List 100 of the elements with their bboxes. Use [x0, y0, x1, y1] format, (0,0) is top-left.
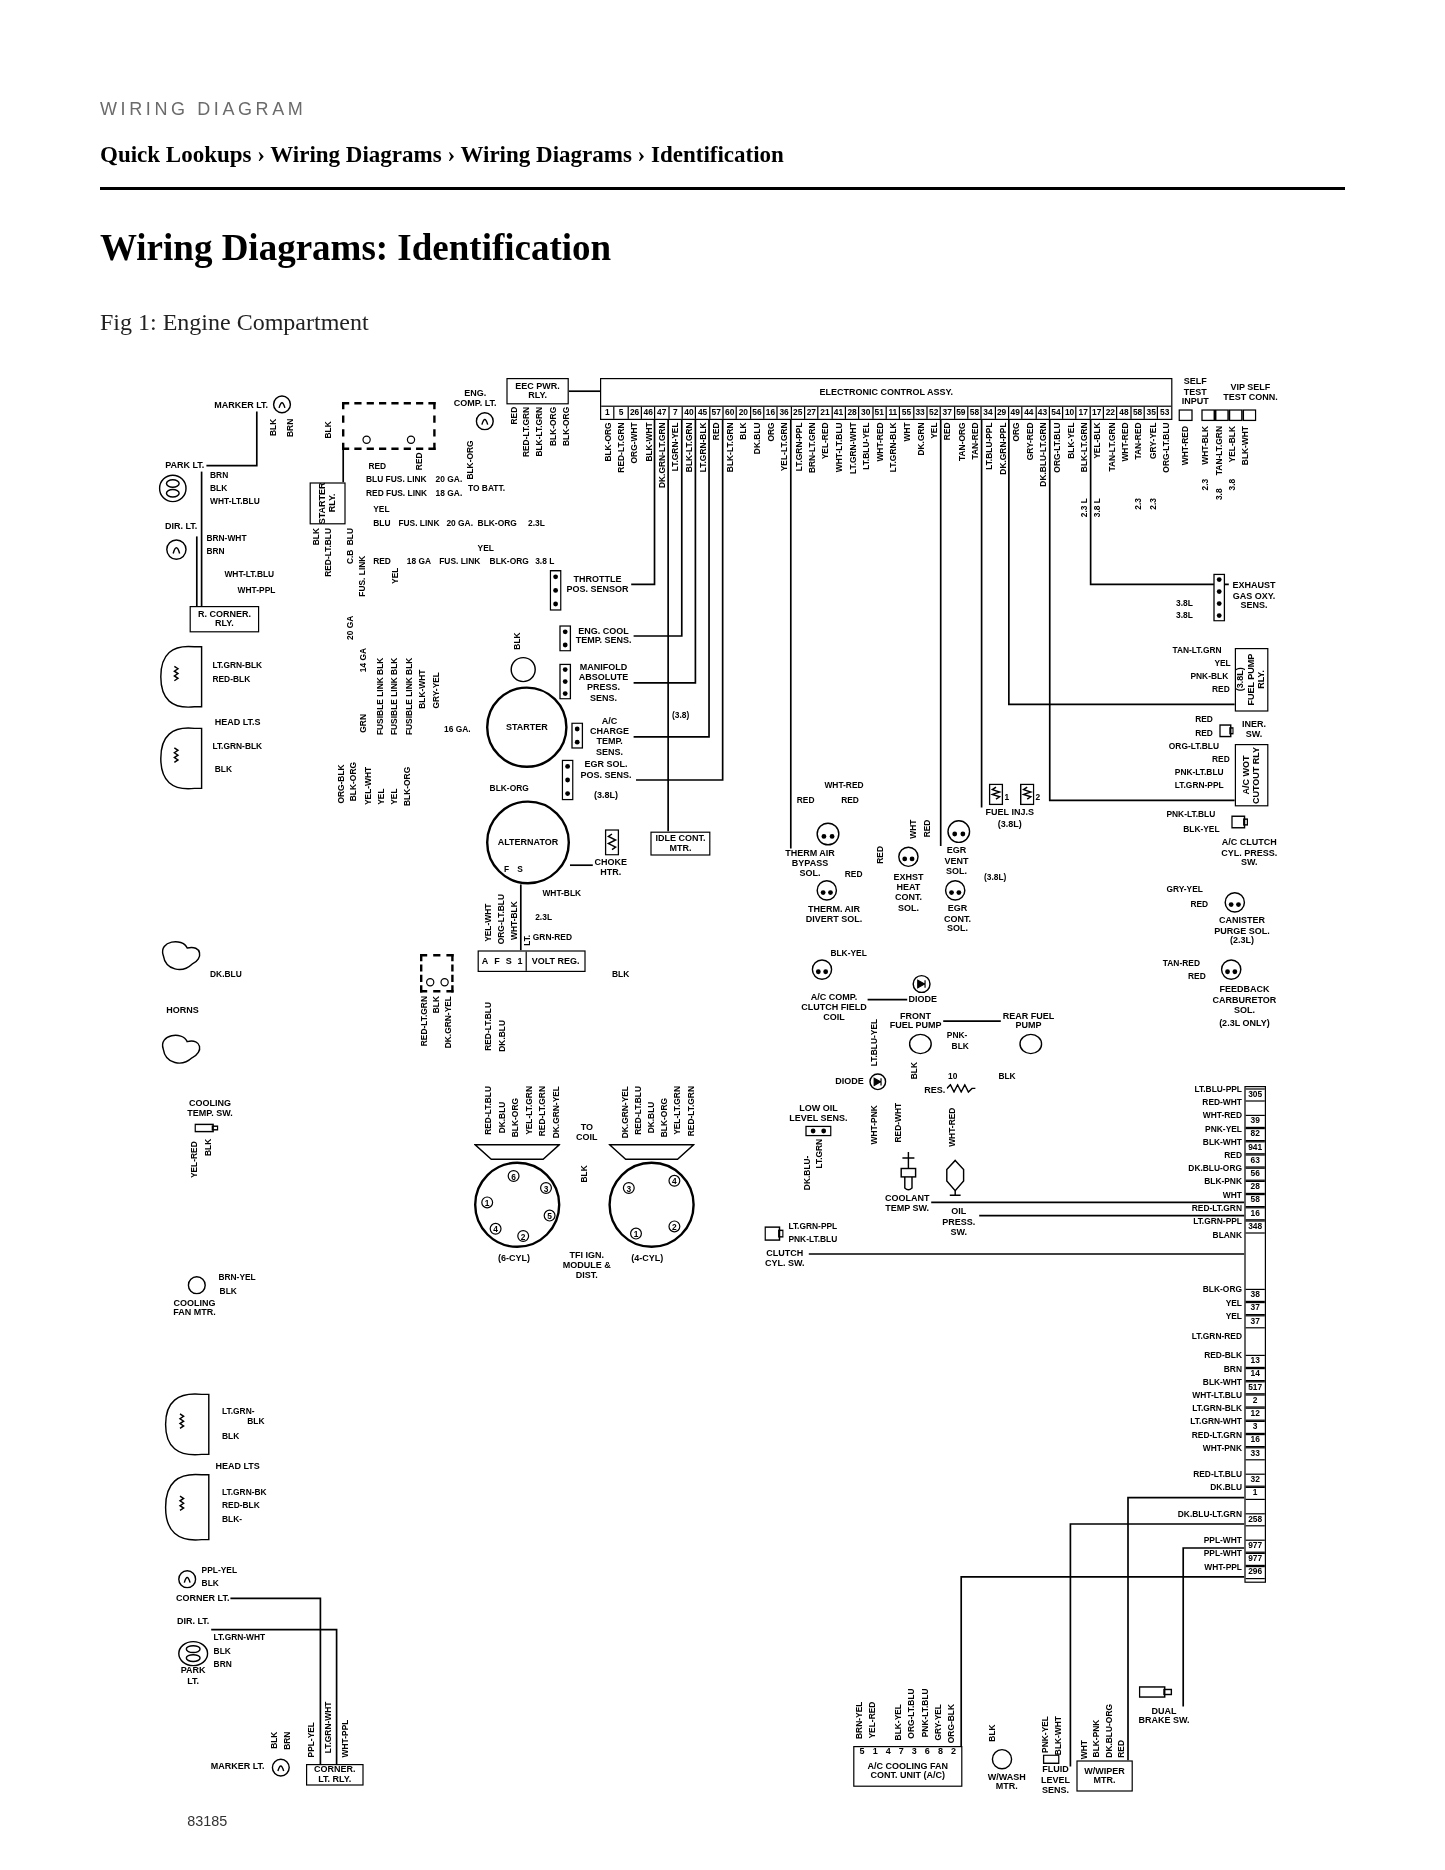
wire-code: DK.BLU: [646, 1101, 657, 1134]
wire-code: BLK-WHT: [1240, 426, 1251, 466]
wire-code: TO BATT.: [468, 483, 506, 494]
pin-number: 43: [1035, 406, 1049, 419]
wire-code: WHT: [908, 819, 918, 839]
component-label: EGR CONT. SOL.: [938, 903, 977, 935]
component-label: DIR. LT.: [163, 517, 200, 537]
component-label: THROTTLE POS. SENSOR: [564, 573, 632, 596]
wire-code: BLK: [739, 422, 749, 440]
wire-code: 1: [1004, 793, 1010, 803]
pin-label: S: [505, 956, 512, 967]
pin-number: 258: [1245, 1512, 1265, 1526]
wire: [1069, 1523, 1246, 1768]
page-title: Wiring Diagrams: Identification: [100, 226, 612, 270]
relay-box: [506, 378, 569, 405]
wire-code: DK.BLU: [498, 1020, 508, 1052]
wire-code: YEL: [1214, 658, 1231, 669]
wire-code: DK.BLU-LT.GRN: [1177, 1509, 1242, 1520]
wire: [195, 535, 198, 607]
wire-code: RED-LT.BLU: [633, 1086, 643, 1135]
component-label: DIODE: [832, 1076, 867, 1086]
component-label: ENG. COMP. LT.: [448, 387, 502, 410]
wire-code: FUS. LINK: [357, 555, 367, 597]
pin-number: 941: [1245, 1140, 1265, 1154]
component-label: DIR. LT.: [177, 1616, 210, 1627]
wire-code: TAN-RED: [1134, 422, 1144, 460]
wire-code: RED: [712, 422, 722, 441]
pin-number: 54: [1048, 406, 1063, 419]
wire-code: BLK: [222, 1431, 240, 1442]
wire-code: LT.GRN-BLK: [889, 422, 899, 473]
wire-code: ORG-LT.BLU: [496, 894, 507, 945]
wire-code: RED-WHT: [1202, 1098, 1242, 1108]
wire-code: TAN-RED: [970, 422, 981, 460]
component-label: HEAD LTS: [213, 1460, 262, 1473]
wire-code: BLK: [268, 418, 279, 437]
wire-code: BRN: [206, 547, 225, 557]
pin-number: 348: [1245, 1219, 1265, 1233]
wire-code: WHT-RED: [1120, 422, 1131, 462]
wire-code: WHT-RED: [948, 1107, 958, 1147]
wire-code: WHT: [1080, 1740, 1090, 1760]
component-label: DUAL BRAKE SW.: [1135, 1706, 1193, 1726]
wire-code: LT.GRN-BLK: [1192, 1404, 1242, 1414]
wire-code: BLK-: [222, 1514, 243, 1524]
box-label: VOLT REG.: [531, 956, 580, 967]
pin-number: 26: [627, 406, 641, 419]
component-label: PARK LT.: [179, 1665, 207, 1686]
wire-code: DK.BLU: [752, 422, 763, 455]
wire-code: YEL: [391, 567, 401, 584]
pin-number: 58: [1245, 1193, 1265, 1207]
pin-number: 517: [1245, 1380, 1265, 1394]
wire-code: BLK-ORG: [511, 1098, 521, 1138]
pin-number: 46: [640, 406, 655, 419]
wire-code: BLK: [951, 1041, 969, 1052]
wire-code: BLK: [579, 1165, 589, 1183]
wire-code: 10: [948, 1071, 958, 1082]
wire: [635, 419, 724, 781]
wire-code: BLK-WHT: [1202, 1137, 1242, 1148]
pin-number: 59: [953, 406, 968, 419]
wire-code: BRN: [210, 470, 229, 480]
wire-code: GRN: [358, 714, 369, 733]
wire-code: (3.8L): [984, 872, 1007, 882]
wire-code: PNK-LT.BLU: [920, 1688, 930, 1738]
wire-code: BLK-PNK: [1092, 1719, 1102, 1758]
wire-code: BLK-YEL: [830, 949, 867, 959]
component-label: THERM AIR BYPASS SOL.: [784, 848, 836, 880]
wire-code: BLK-LT.GRN: [1080, 422, 1090, 473]
component-label: COOLANT TEMP SW.: [883, 1194, 932, 1214]
pin-number: 60: [722, 406, 736, 419]
wire-code: RED: [415, 452, 425, 471]
wire-code: GRN-RED: [532, 932, 572, 942]
component-label: (4-CYL): [631, 1254, 664, 1265]
wire-code: RED-LT.GRN: [1191, 1203, 1242, 1214]
wire-code: YEL: [376, 788, 387, 805]
component-label: MANIFOLD ABSOLUTE PRESS. SENS.: [573, 661, 634, 705]
pin-number: 36: [776, 406, 791, 419]
box-label: A/C COOLING FAN CONT. UNIT (A/C): [866, 1761, 950, 1782]
wire-code: 2: [1035, 793, 1041, 803]
pin-number: 12: [1245, 1407, 1265, 1421]
wire-code: RED-LT.GRN: [420, 996, 430, 1047]
wire-code: BLK-ORG: [489, 783, 529, 794]
wire-code: PPL-YEL: [201, 1566, 238, 1576]
wire-code: BLK: [219, 1286, 237, 1296]
pin-number: 25: [790, 406, 804, 419]
wire: [960, 1575, 1246, 1747]
wire-code: YEL-LT.GRN: [780, 422, 790, 472]
battery-box: [342, 402, 436, 450]
wire-code: RED: [922, 819, 933, 838]
wire-code: WHT: [1222, 1190, 1242, 1200]
wire-code: BLK: [204, 1138, 214, 1157]
wire-code: RED-LT.GRN: [616, 422, 626, 473]
component-label: SELF TEST INPUT: [1176, 378, 1215, 407]
wire-code: YEL-LT.GRN: [673, 1086, 683, 1135]
terminal-strip: [1244, 1086, 1266, 1583]
pin-number: 305: [1245, 1087, 1265, 1101]
pin-number: 41: [831, 406, 845, 419]
pin-number: 53: [1157, 406, 1171, 419]
wire-code: GRY-RED: [1025, 422, 1035, 461]
wire-code: PNK-: [946, 1030, 968, 1041]
wire-code: ORG: [766, 422, 776, 442]
component-label: CANISTER PURGE SOL.: [1213, 915, 1271, 936]
